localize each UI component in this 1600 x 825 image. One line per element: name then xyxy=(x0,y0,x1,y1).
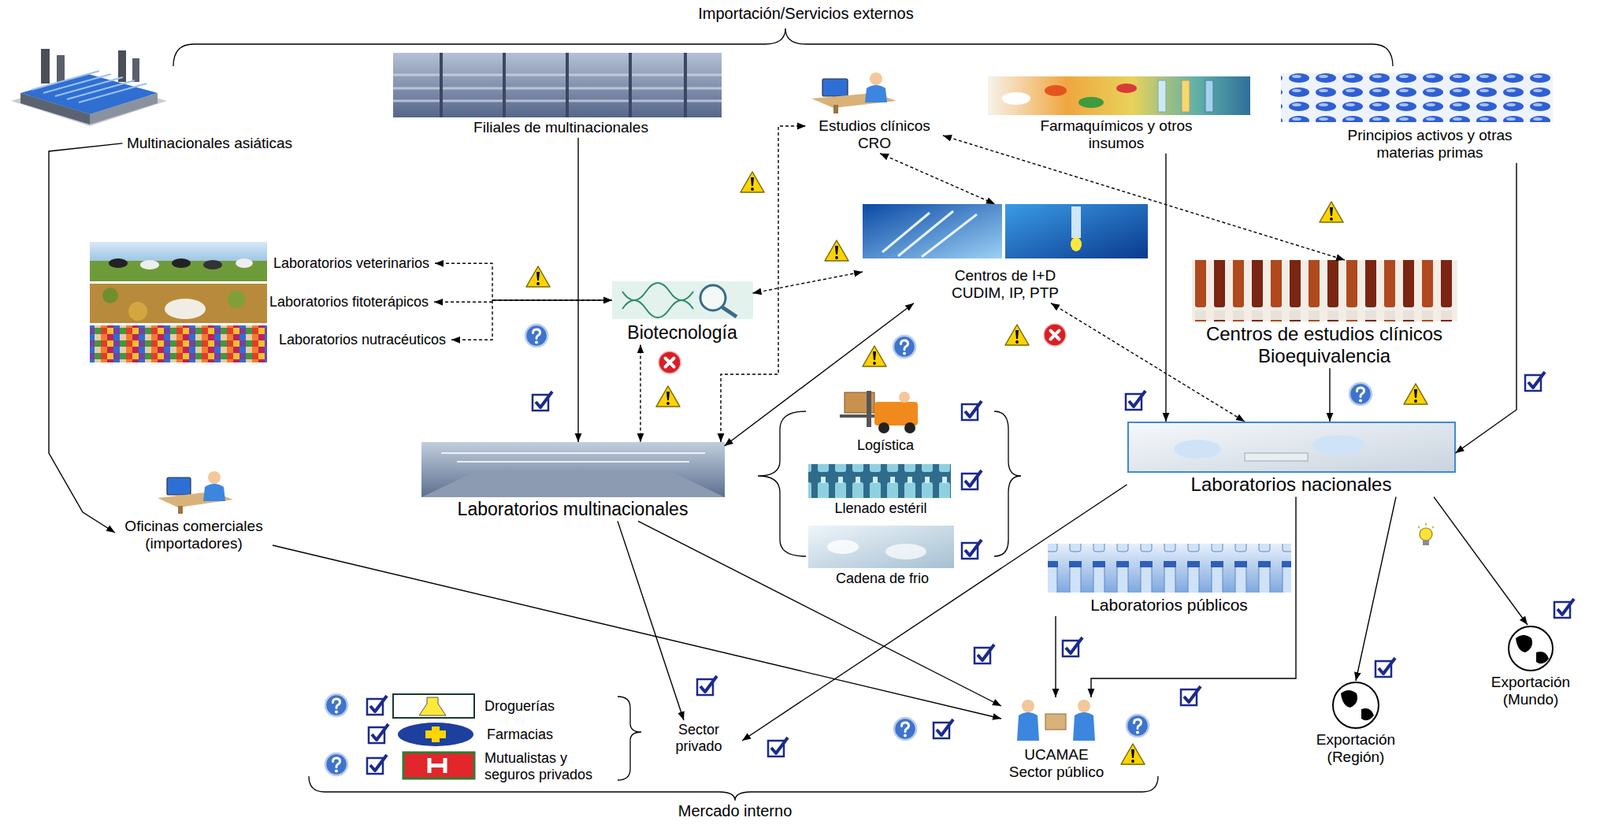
flow-arrow xyxy=(724,303,915,446)
dashed-connector xyxy=(753,271,864,294)
flow-arrow xyxy=(1091,497,1296,698)
node-text: Farmacias xyxy=(486,726,554,743)
text-node: Farmaquímicos y otros insumos xyxy=(1029,115,1203,154)
text-node: Principios activos y otras materias prim… xyxy=(1331,125,1529,164)
image-node: Estudios clínicos CRO xyxy=(805,71,943,154)
node-text: Laboratorios fitoterápicos xyxy=(269,293,429,311)
vials-photo xyxy=(1047,543,1292,593)
test-tubes-photo xyxy=(1191,259,1458,322)
text-node: Farmacias xyxy=(483,724,559,745)
node-text: Multinacionales asiáticas xyxy=(126,134,293,153)
national-lab-photo xyxy=(1128,422,1456,472)
exchange-icon xyxy=(1017,699,1096,741)
node-text: Principios activos y otras materias prim… xyxy=(1335,126,1525,162)
node-text: Estudios clínicos CRO xyxy=(811,117,938,153)
node-text: Mutualistas y seguros privados xyxy=(484,749,603,783)
biotech-photo xyxy=(612,281,754,320)
image-node: Centros de I+D CUDIM, IP, PTP xyxy=(862,204,1148,304)
text-node: Mutualistas y seguros privados xyxy=(481,748,608,784)
dashed-connector xyxy=(879,153,995,205)
factory-illustration xyxy=(11,48,168,127)
sterile-fill-photo xyxy=(808,464,951,498)
node-text: Oficinas comerciales (importadores) xyxy=(118,517,269,553)
desk-worker-icon xyxy=(811,72,897,114)
flow-arrow xyxy=(638,520,1002,706)
flow-arrow xyxy=(272,545,1002,719)
text-node: Llenado estéril xyxy=(830,498,932,519)
lab-photos xyxy=(89,241,268,363)
text-node: Droguerías xyxy=(481,696,561,717)
dashed-connector xyxy=(942,135,1345,260)
text-node: Laboratorios nutracéuticos xyxy=(275,330,452,350)
image-node: Laboratorios públicos xyxy=(1047,543,1292,617)
dashed-connector xyxy=(451,300,613,340)
node-text: Farmaquímicos y otros insumos xyxy=(1033,117,1200,153)
node-text: UCAMAE Sector público xyxy=(1005,746,1108,781)
node-text: Laboratorios nutracéuticos xyxy=(278,331,446,349)
node-text: Exportación (Mundo) xyxy=(1483,673,1578,709)
section-label: Mercado interno xyxy=(675,801,796,821)
flow-arrow xyxy=(48,143,123,533)
brace-lines xyxy=(173,28,1393,801)
node-text: Cadena de frio xyxy=(835,570,929,587)
pills-photo xyxy=(987,76,1251,116)
node-text: Llenado estéril xyxy=(834,500,927,517)
flow-arrow xyxy=(617,520,684,721)
flow-arrow xyxy=(742,484,1128,741)
text-node: Laboratorios veterinarios xyxy=(270,253,435,274)
office-icon xyxy=(157,471,234,514)
node-text: Centros de I+D CUDIM, IP, PTP xyxy=(946,267,1065,302)
text-node: Laboratorios fitoterápicos xyxy=(266,292,435,312)
text-node: Multinacionales asiáticas xyxy=(122,133,297,154)
text-node: Oficinas comerciales (importadores) xyxy=(115,516,273,554)
text-node: Sector privado xyxy=(655,720,743,756)
flow-arrow xyxy=(1054,616,1056,698)
flow-arrow xyxy=(1355,497,1396,681)
node-text: Laboratorios públicos xyxy=(1090,595,1248,615)
dashed-connector xyxy=(1050,303,1245,422)
cold-chain-photo xyxy=(808,525,955,568)
dashed-connector xyxy=(434,263,613,301)
flow-arrow xyxy=(1433,497,1528,625)
node-text: Sector privado xyxy=(659,721,739,754)
forklift-icon xyxy=(839,390,918,434)
flow-arrow xyxy=(1165,153,1166,422)
flow-arrow xyxy=(1329,367,1330,422)
research-photos xyxy=(862,204,1148,259)
image-node: Centros de estudios clínicos Bioequivale… xyxy=(1190,259,1459,368)
pharmacy-icons xyxy=(393,694,475,779)
node-text: Exportación (Región) xyxy=(1308,731,1404,766)
image-node: Laboratorios nacionales xyxy=(1127,421,1456,498)
flow-arrow xyxy=(577,137,579,442)
image-node: UCAMAE Sector público xyxy=(1001,697,1112,783)
image-node: Biotecnología xyxy=(612,281,754,345)
node-text: Laboratorios nacionales xyxy=(1191,473,1393,496)
node-text: Biotecnología xyxy=(627,322,737,343)
node-text: Droguerías xyxy=(484,697,555,715)
image-node: Laboratorios multinacionales xyxy=(421,441,725,521)
factory-hall-photo xyxy=(421,441,725,498)
text-node: Cadena de frio xyxy=(831,568,934,589)
dashed-connector xyxy=(639,344,641,442)
text-node: Logística xyxy=(853,435,919,456)
flow-arrow xyxy=(1455,163,1518,453)
text-node: Filiales de multinacionales xyxy=(469,117,653,138)
node-text: Laboratorios multinacionales xyxy=(457,498,689,520)
image-node: Exportación (Mundo) xyxy=(1479,624,1582,710)
status-icons xyxy=(325,171,1575,776)
plant-photo xyxy=(393,52,722,118)
node-text: Centros de estudios clínicos Bioequivale… xyxy=(1194,322,1455,367)
node-text: Logística xyxy=(857,437,914,454)
node-text: Filiales de multinacionales xyxy=(473,118,649,137)
image-node: Exportación (Región) xyxy=(1304,680,1407,768)
section-label: Importación/Servicios externos xyxy=(694,4,917,23)
node-text: Laboratorios veterinarios xyxy=(273,255,430,272)
blue-pills-photo xyxy=(1280,73,1553,123)
